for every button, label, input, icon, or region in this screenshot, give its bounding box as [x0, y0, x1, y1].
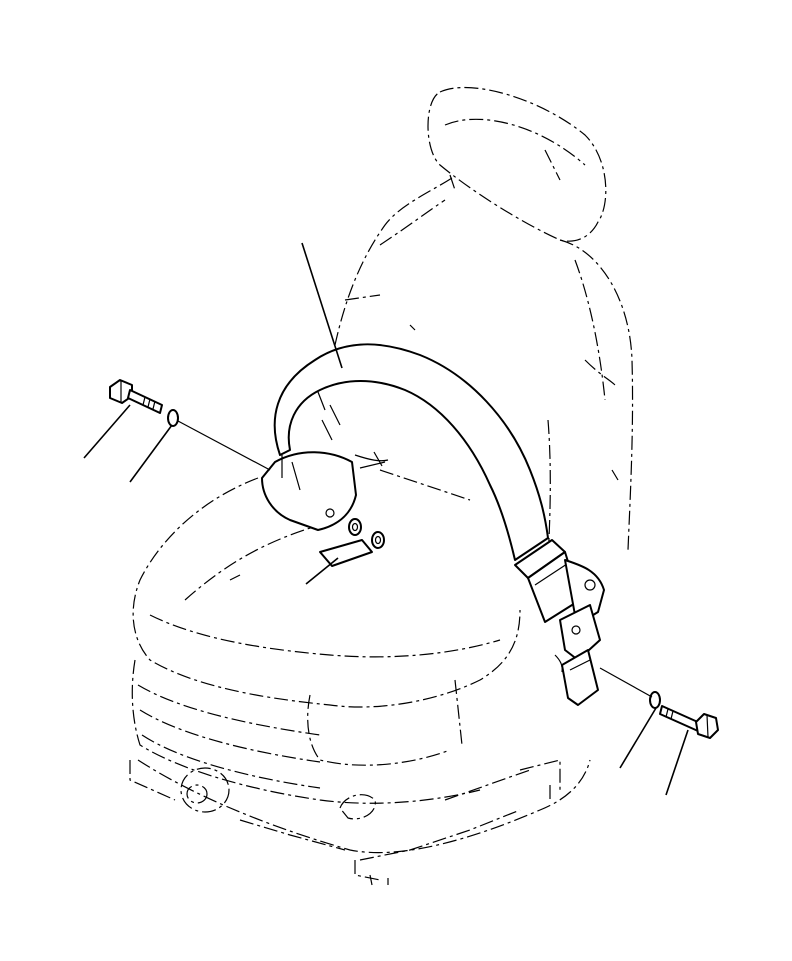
seat-cushion: [132, 477, 521, 708]
leader-bolt-right: [665, 729, 689, 796]
slide-lever: [339, 794, 376, 820]
leader-washer-right: [619, 707, 657, 769]
leader-belt: [301, 242, 343, 369]
buckle-bracket: [261, 451, 357, 531]
backrest: [334, 177, 634, 551]
leader-bolt-left: [83, 404, 131, 459]
bolt-left: [109, 379, 163, 414]
callout-leaders: [83, 242, 689, 796]
headrest: [427, 86, 607, 242]
shim-plate: [319, 539, 373, 567]
suspension-base: [131, 659, 481, 804]
bolt-right: [659, 705, 719, 739]
leader-shim: [305, 557, 339, 585]
retractor-bracket: [554, 559, 605, 706]
belt-webbing: [273, 343, 549, 561]
seat-outline: [129, 86, 634, 886]
nuts: [348, 518, 385, 549]
seat-belt-assembly: [261, 343, 605, 706]
adjustment-knob: [180, 767, 230, 813]
assembly-lines: [177, 420, 653, 698]
washer-right: [649, 691, 661, 709]
leader-washer-left: [129, 424, 173, 483]
washer-left: [167, 409, 179, 427]
